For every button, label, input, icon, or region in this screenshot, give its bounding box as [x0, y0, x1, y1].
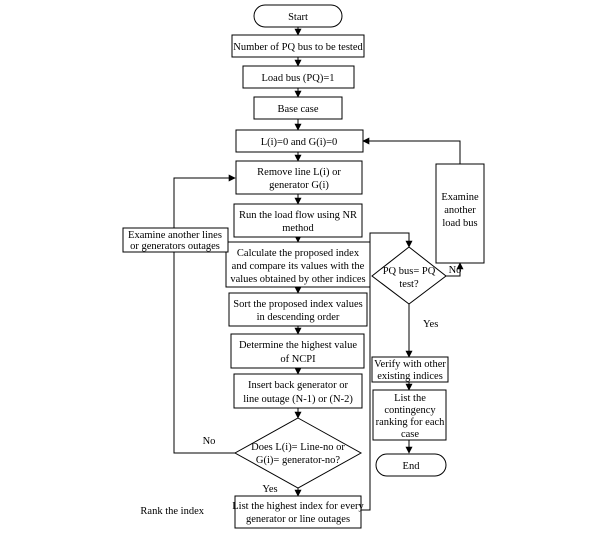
- node-start: Start: [253, 4, 343, 28]
- step7-line2: and compare its values with the: [232, 261, 365, 272]
- node-step5: Remove line L(i) or generator G(i): [235, 160, 363, 195]
- step10-line2: line outage (N-1) or (N-2): [243, 394, 353, 405]
- decision1-line2: G(i)= generator-no?: [256, 455, 340, 466]
- connectors: [173, 27, 464, 511]
- node-decision2: PQ bus= PQ test?: [371, 246, 447, 305]
- step7-line1: Calculate the proposed index: [237, 248, 360, 259]
- list-ranking-line4: case: [401, 429, 419, 440]
- step9-line2: of NCPI: [280, 354, 316, 365]
- step6-line2: method: [282, 223, 314, 234]
- step5-line2: generator G(i): [269, 180, 329, 191]
- verify-line1: Verify with other: [374, 359, 446, 370]
- arrow-examine-bus-to-step4: [362, 137, 461, 164]
- node-step1: Number of PQ bus to be tested: [231, 34, 365, 58]
- node-step8: Sort the proposed index values in descen…: [228, 292, 368, 327]
- node-verify: Verify with other existing indices: [371, 356, 449, 383]
- label-yes-left: Yes: [262, 484, 277, 495]
- step4-label: L(i)=0 and G(i)=0: [261, 137, 338, 148]
- step3-label: Base case: [277, 104, 318, 115]
- arrow-examine-to-step5: [173, 174, 236, 228]
- decision2-line2: test?: [399, 279, 419, 290]
- step11-line1: List the highest index for every: [232, 501, 364, 512]
- examine-bus-line1: Examine: [441, 192, 479, 203]
- step1-label: Number of PQ bus to be tested: [233, 42, 363, 53]
- node-step7: Calculate the proposed index and compare…: [225, 241, 371, 288]
- step7-line3: values obtained by other indices: [230, 274, 365, 285]
- step10-line1: Insert back generator or: [248, 380, 348, 391]
- verify-line2: existing indices: [377, 371, 443, 382]
- list-ranking-line2: contingency: [384, 405, 436, 416]
- step11-line2: generator or line outages: [246, 514, 350, 525]
- step2-label: Load bus (PQ)=1: [262, 73, 335, 84]
- decision2-line1: PQ bus= PQ: [383, 266, 436, 277]
- label-rank-index: Rank the index: [140, 506, 204, 517]
- node-step3: Base case: [253, 96, 343, 120]
- node-end: End: [375, 453, 447, 477]
- node-examine-outages: Examine another lines or generators outa…: [122, 227, 229, 253]
- label-no-right: No: [449, 265, 462, 276]
- decision1-line1: Does L(i)= Line-no or: [251, 442, 345, 453]
- start-label: Start: [288, 12, 308, 23]
- arrow-decision2-to-examine-bus: [446, 262, 464, 277]
- node-decision1: Does L(i)= Line-no or G(i)= generator-no…: [233, 417, 363, 489]
- examine-outages-line1: Examine another lines: [128, 230, 222, 241]
- arrow-step11-to-decision2: [361, 232, 413, 511]
- node-step6: Run the load flow using NR method: [233, 203, 363, 238]
- list-ranking-line3: ranking for each: [376, 417, 446, 428]
- line-decision1-to-examine: [173, 252, 235, 454]
- examine-bus-line2: another: [444, 205, 476, 216]
- node-step9: Determine the highest value of NCPI: [230, 333, 365, 369]
- step8-line1: Sort the proposed index values: [233, 299, 362, 310]
- step8-line2: in descending order: [257, 312, 340, 323]
- node-step10: Insert back generator or line outage (N-…: [233, 373, 363, 409]
- node-examine-bus: Examine another load bus: [435, 163, 485, 264]
- end-label: End: [403, 461, 421, 472]
- label-yes-right: Yes: [423, 319, 438, 330]
- label-no-left: No: [203, 436, 216, 447]
- step6-line1: Run the load flow using NR: [239, 210, 357, 221]
- examine-outages-line2: or generators outages: [130, 241, 220, 252]
- node-list-ranking: List the contingency ranking for each ca…: [372, 389, 447, 441]
- node-step2: Load bus (PQ)=1: [242, 65, 355, 89]
- step9-line1: Determine the highest value: [239, 340, 357, 351]
- step5-line1: Remove line L(i) or: [257, 167, 341, 178]
- node-step4: L(i)=0 and G(i)=0: [235, 129, 364, 153]
- node-step11: List the highest index for every generat…: [232, 495, 364, 529]
- list-ranking-line1: List the: [394, 393, 426, 404]
- examine-bus-line3: load bus: [442, 218, 477, 229]
